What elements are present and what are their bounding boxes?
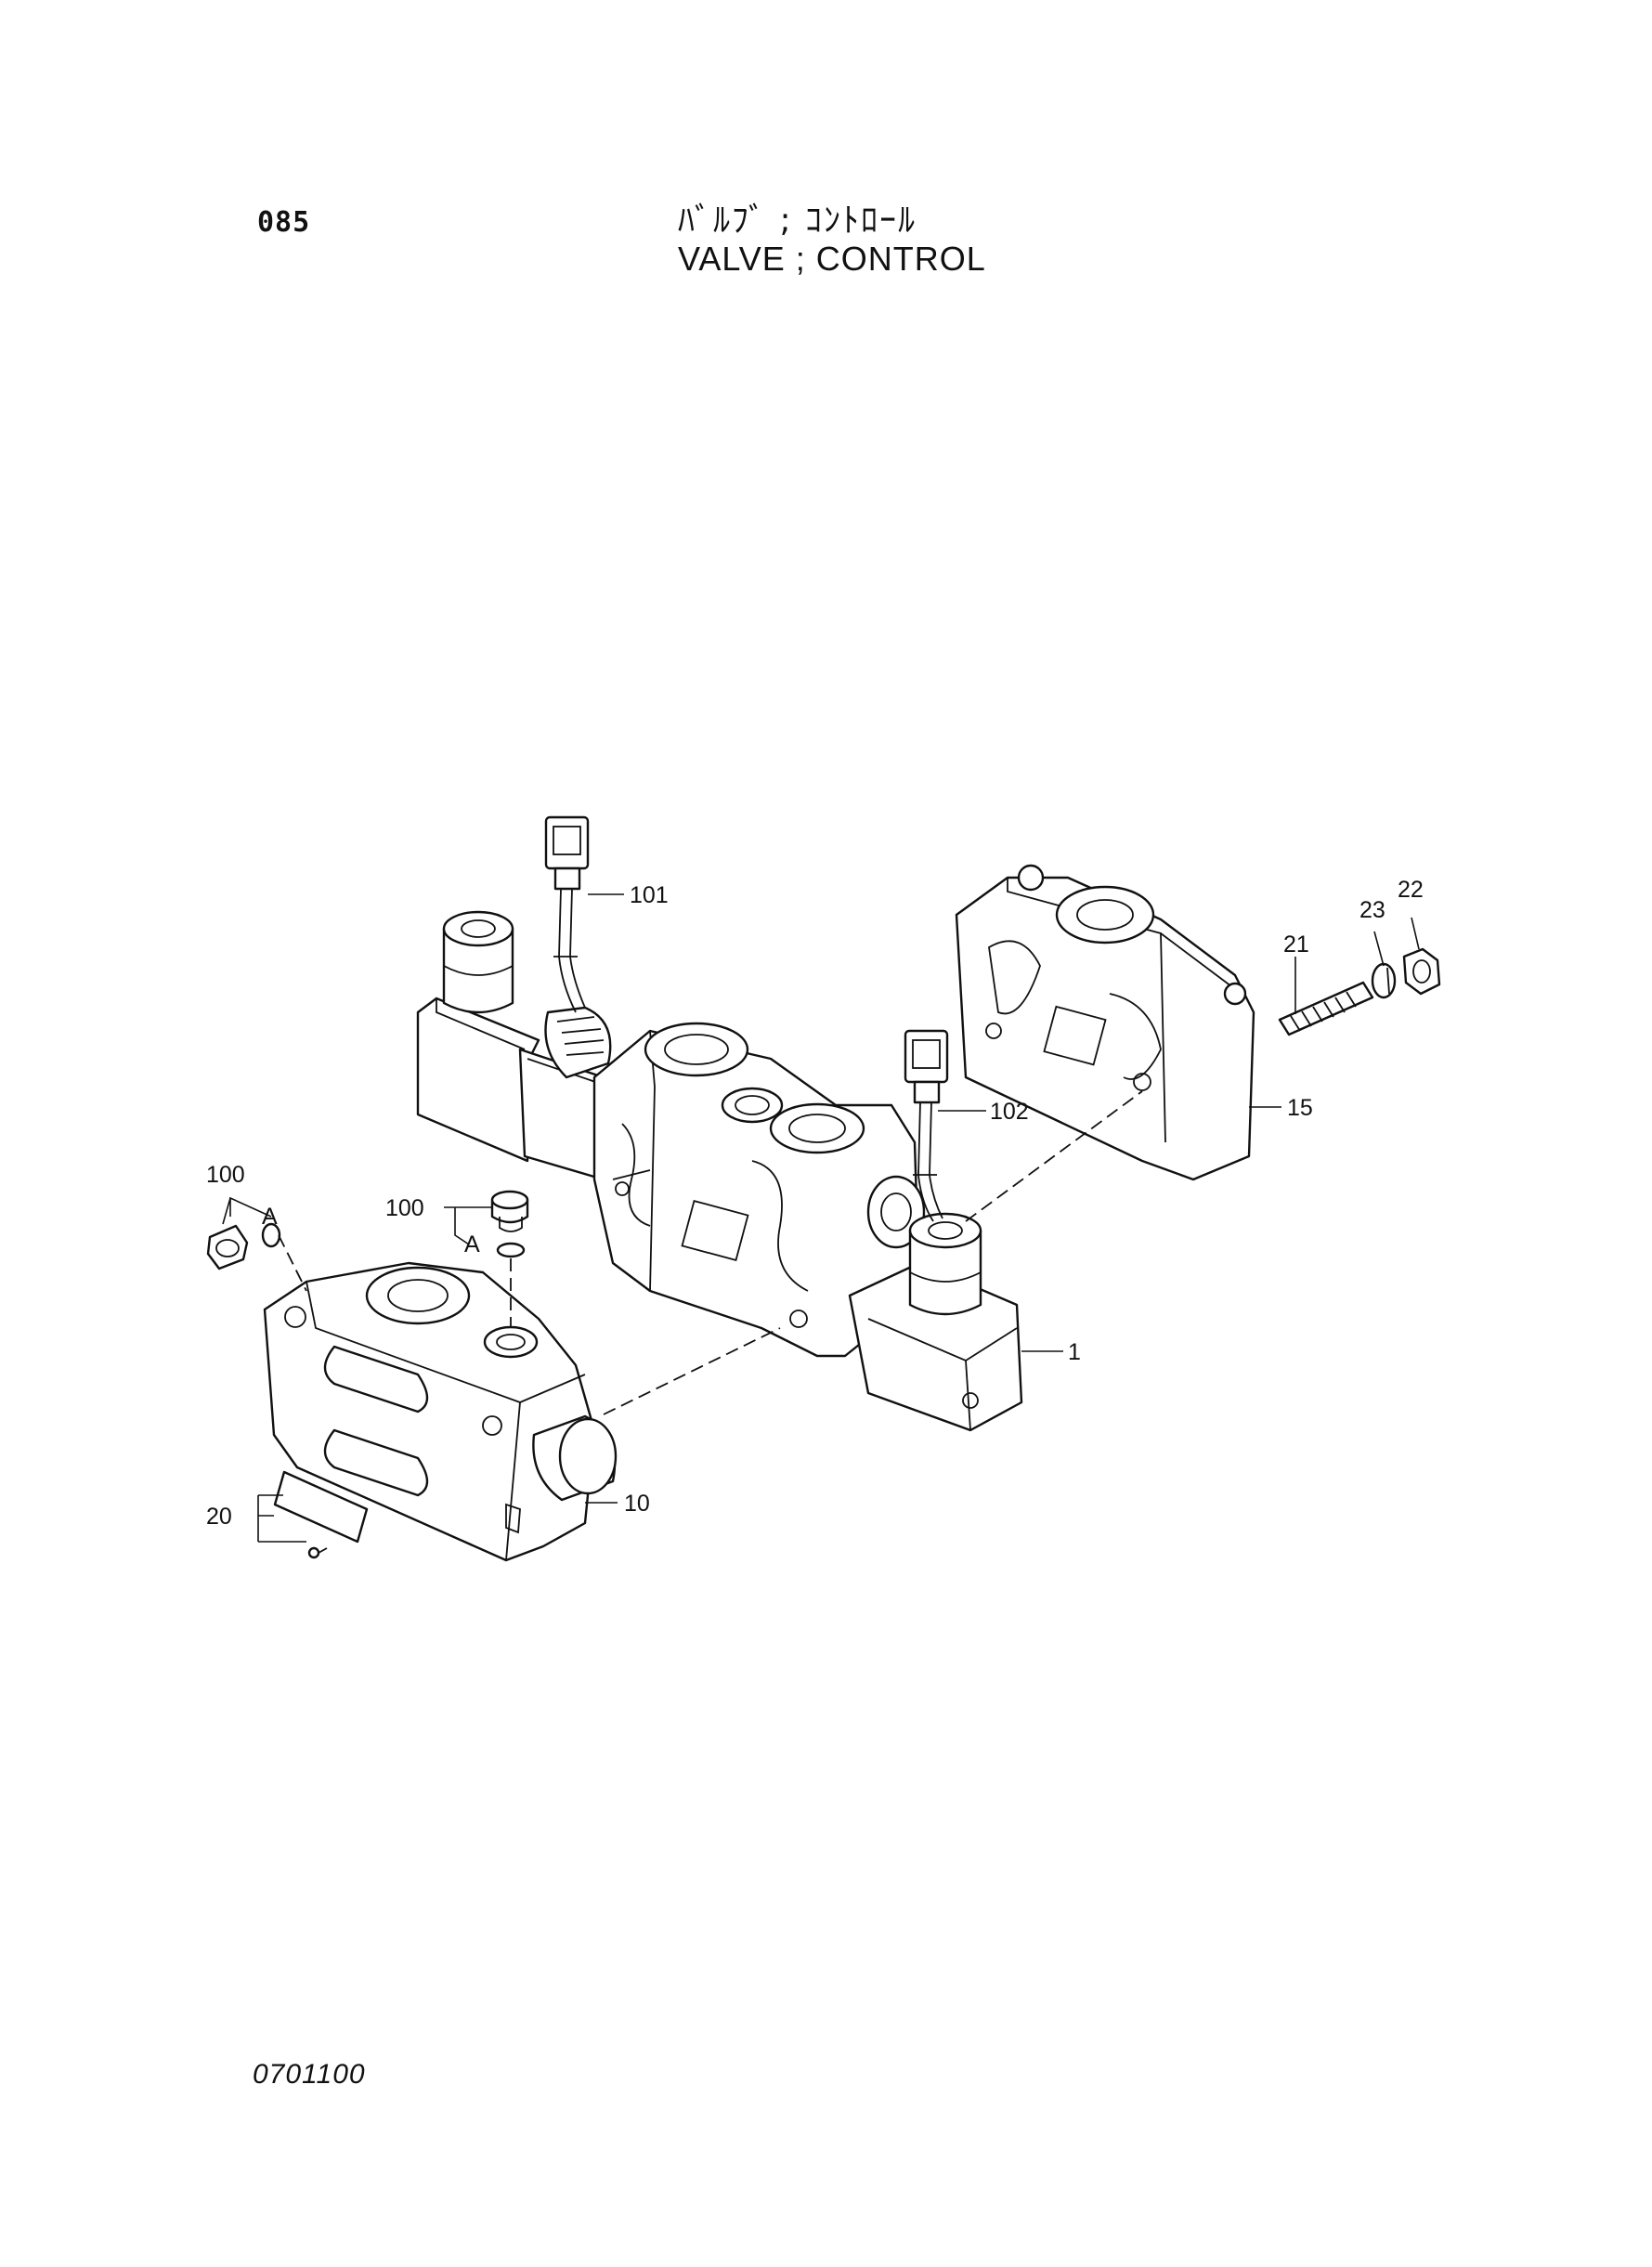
callout-20: 20 <box>206 1504 232 1530</box>
callout-10: 10 <box>624 1491 650 1517</box>
leader-lines <box>222 893 1420 1543</box>
wire-harness-102 <box>904 1029 949 1222</box>
drawing-number: 0701100 <box>253 2059 366 2090</box>
page-number: 085 <box>257 206 311 239</box>
callout-23: 23 <box>1359 897 1385 923</box>
inlet-section-10 <box>263 1261 618 1562</box>
stud-21 <box>1278 981 1374 1036</box>
title-japanese: ﾊﾞﾙﾌﾞ ; ｺﾝﾄﾛｰﾙ <box>678 202 917 240</box>
nut-22 <box>1402 947 1441 996</box>
plug-100-left <box>206 1224 249 1270</box>
callout-101: 101 <box>630 882 669 908</box>
callout-22: 22 <box>1398 877 1424 903</box>
callout-a-left: A <box>262 1204 278 1230</box>
wire-harness-101 <box>544 815 590 1013</box>
end-cover-15 <box>955 864 1255 1181</box>
control-valve-body <box>416 910 1023 1432</box>
o-ring-mid <box>496 1242 526 1258</box>
callout-1: 1 <box>1068 1339 1081 1365</box>
callout-a-mid: A <box>464 1231 480 1257</box>
nameplate-20 <box>273 1470 369 1559</box>
callout-100-left: 100 <box>206 1162 245 1188</box>
callout-21: 21 <box>1283 932 1309 958</box>
callout-15: 15 <box>1287 1095 1313 1121</box>
title-english: VALVE ; CONTROL <box>678 240 986 278</box>
plug-100-mid <box>490 1190 529 1232</box>
spring-washer-23 <box>1371 962 1397 999</box>
callout-100-mid: 100 <box>385 1195 424 1221</box>
callout-102: 102 <box>990 1099 1029 1125</box>
assembly-lines <box>278 1090 1143 1415</box>
